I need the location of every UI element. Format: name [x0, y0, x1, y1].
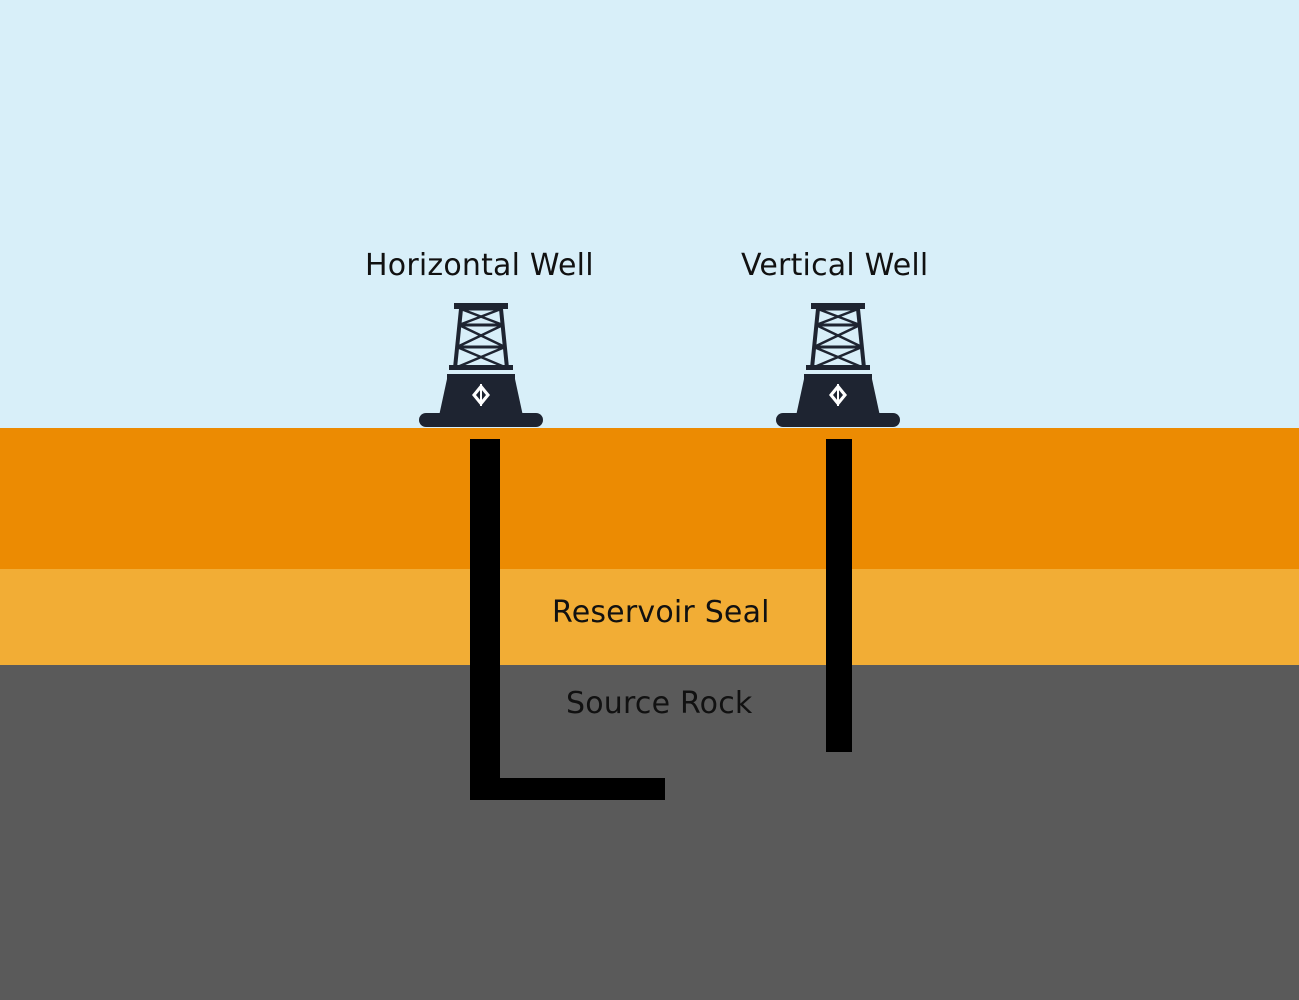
vertical-well-label: Vertical Well — [741, 248, 929, 283]
reservoir-seal-label: Reservoir Seal — [552, 595, 770, 630]
source-rock-layer — [0, 665, 1299, 1000]
oil-derrick-icon — [776, 303, 900, 427]
vertical-well-pipe — [826, 439, 852, 752]
oil-derrick-icon — [419, 303, 543, 427]
surface-layer — [0, 428, 1299, 569]
horizontal-well-vertical-section — [470, 439, 500, 800]
reservoir-seal-layer — [0, 569, 1299, 665]
horizontal-well-lateral-section — [470, 778, 665, 800]
horizontal-well-label: Horizontal Well — [365, 248, 594, 283]
source-rock-label: Source Rock — [566, 686, 753, 721]
sky — [0, 0, 1299, 428]
